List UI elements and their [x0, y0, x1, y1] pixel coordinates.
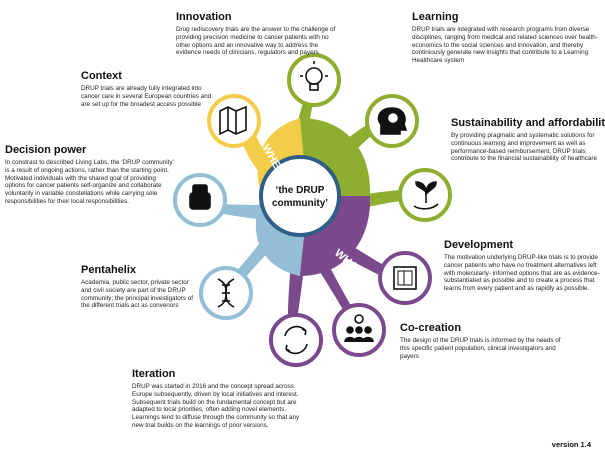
- sustainability-text: By providing pragmatic and systematic so…: [451, 132, 597, 163]
- map-icon: [207, 94, 261, 148]
- decision-power-title: Decision power: [5, 144, 87, 156]
- development-title: Development: [444, 239, 514, 251]
- innovation-title: Innovation: [176, 11, 232, 23]
- iteration-title: Iteration: [132, 368, 176, 380]
- pentahelix-title: Pentahelix: [81, 264, 137, 276]
- context-title: Context: [81, 70, 122, 82]
- sector-label-who: WHO: [221, 234, 251, 253]
- icon-glyphs: [189, 61, 439, 355]
- sustainability-title: Sustainability and affordability: [451, 117, 605, 129]
- block-decision-power: Decision power In constrast to described…: [5, 144, 177, 206]
- blueprint-icon: [378, 251, 432, 305]
- block-pentahelix: Pentahelix Academia, public sector, priv…: [81, 264, 199, 310]
- innovation-text: Drug rediscovery trials are the answer t…: [176, 26, 336, 57]
- development-text: The motivation underlying DRUP-like tria…: [444, 254, 600, 293]
- version-label: version 1.4: [551, 440, 591, 449]
- context-text: DRUP trials are already fully integrated…: [81, 85, 212, 108]
- hub-label-line2: community’: [272, 198, 328, 209]
- block-co-creation: Co-creation The design of the DRUP trial…: [400, 322, 572, 360]
- plant-hand-icon: [398, 168, 452, 222]
- block-context: Context DRUP trials are already fully in…: [81, 70, 213, 108]
- light-bulb-icon: [287, 53, 341, 107]
- sector-label-why: WHY: [367, 148, 396, 168]
- petal-decision-power: [200, 198, 266, 220]
- pentahelix-text: Academia, public sector, private sector …: [81, 279, 193, 310]
- block-iteration: Iteration DRUP was started in 2016 and t…: [132, 368, 308, 430]
- block-learning: Learning DRUP trials are integrated with…: [412, 11, 602, 65]
- sector-why: [300, 118, 371, 196]
- iteration-text: DRUP was started in 2016 and the concept…: [132, 383, 300, 429]
- sector-what: [300, 196, 371, 276]
- learning-title: Learning: [412, 11, 459, 23]
- co-creation-text: The design of the DRUP trials is informe…: [400, 337, 561, 360]
- hub-circle: [259, 155, 341, 237]
- learning-text: DRUP trials are integrated with research…: [412, 26, 598, 65]
- hub-label-line1: ‘the DRUP: [276, 185, 325, 196]
- block-innovation: Innovation Drug rediscovery trials are t…: [176, 11, 341, 57]
- co-creation-title: Co-creation: [400, 322, 462, 334]
- block-development: Development The motivation underlying DR…: [444, 239, 602, 293]
- cycle-arrows-icon: [269, 313, 323, 367]
- block-sustainability: Sustainability and affordability By prov…: [451, 117, 605, 163]
- decision-power-text: In constrast to described Living Labs, t…: [5, 159, 174, 205]
